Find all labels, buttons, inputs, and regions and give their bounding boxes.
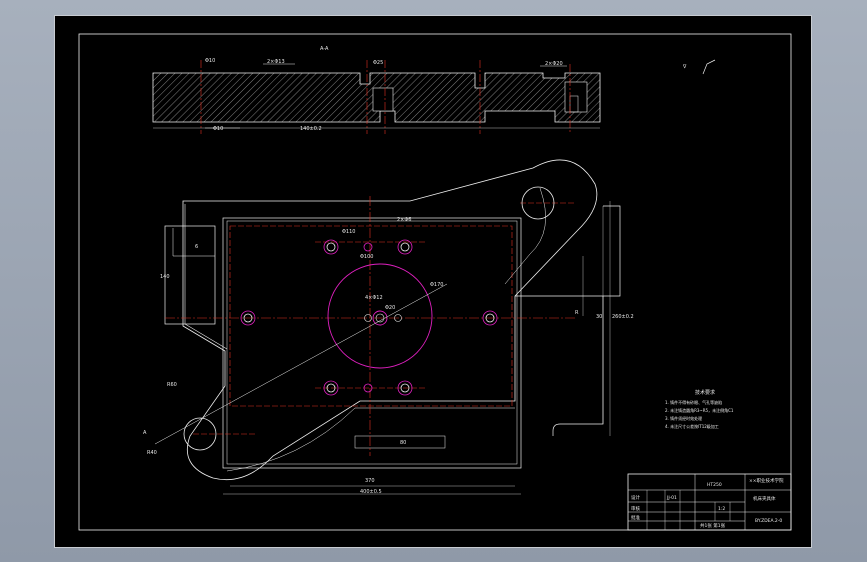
dim-lever-a: A [143, 430, 147, 436]
dim-top-5: 2×Φ20 [545, 61, 563, 67]
dim-top-right-1: 2×Φ6 [397, 217, 412, 223]
technical-requirements: 技术要求 1. 铸件不得有砂眼、气孔等缺陷 2. 未注铸造圆角R3~R5，未注倒… [665, 389, 734, 429]
dim-bottom-2: 370 [365, 478, 375, 484]
tech-req-title: 技术要求 [695, 389, 715, 396]
title-block-scale: 1:2 [718, 506, 725, 512]
dim-center-b: Φ20 [385, 305, 395, 311]
dim-hole-pitch-mid: Φ100 [360, 254, 373, 260]
dim-hole-pitch-top: Φ110 [342, 229, 355, 235]
title-block-drawing-no: JJ-01 [666, 495, 677, 501]
dim-bottom-3: 400±0.5 [360, 489, 382, 495]
title-block-designer: 设计 [631, 494, 640, 501]
tech-req-item-1: 1. 铸件不得有砂眼、气孔等缺陷 [665, 399, 722, 405]
title-block-date-code: BY.ZDEA.2-0 [755, 518, 782, 524]
dim-right-1: R [575, 310, 579, 316]
dim-top-3: Φ25 [373, 60, 383, 66]
roughness-symbol: ∇ [682, 64, 687, 70]
dim-left-height: 140 [160, 274, 170, 280]
cad-drawing-canvas[interactable]: A-A Φ10 2×Φ13 Φ25 140±0.2 2×Φ20 Φ10 ∇ [55, 16, 813, 549]
title-block-approver: 批准 [631, 514, 640, 521]
locating-bore-circle [327, 263, 433, 369]
roughness-icon [702, 59, 716, 75]
tech-req-item-2: 2. 未注铸造圆角R3~R5，未注倒角C1 [665, 407, 734, 413]
dim-right-2: 30 [596, 314, 602, 320]
cad-drawing-viewport[interactable]: A-A Φ10 2×Φ13 Φ25 140±0.2 2×Φ20 Φ10 ∇ [54, 15, 812, 548]
title-block [627, 473, 792, 531]
dim-top-2: 2×Φ13 [267, 59, 285, 65]
tech-req-item-3: 3. 铸件须经时效处理 [665, 415, 702, 421]
section-label: A-A [320, 46, 329, 52]
tech-req-item-4: 4. 未注尺寸公差按IT12级加工 [665, 423, 719, 429]
dim-top-4: 140±0.2 [300, 126, 322, 132]
title-block-drawing-name: 机床夹具体 [753, 495, 776, 502]
title-block-sheet: 共1张 第1张 [700, 522, 726, 529]
dim-left-small: 6 [195, 244, 198, 250]
dim-big-circle: Φ170 [430, 282, 443, 288]
dim-lever-r2: R40 [147, 450, 157, 456]
dim-lever-r: R60 [167, 382, 177, 388]
dim-center-a: 4×Φ12 [365, 295, 383, 301]
dim-top-6: Φ10 [213, 126, 223, 132]
drawing-border [78, 33, 792, 531]
section-view [152, 60, 601, 134]
title-block-checker: 审核 [631, 505, 640, 512]
title-block-material: HT250 [707, 482, 722, 488]
title-block-school: ××职业技术学院 [749, 477, 784, 484]
plan-view [154, 159, 621, 495]
dim-right-3: 260±0.2 [612, 314, 634, 320]
dim-bottom-1: 80 [400, 440, 406, 446]
dim-top-1: Φ10 [205, 58, 215, 64]
